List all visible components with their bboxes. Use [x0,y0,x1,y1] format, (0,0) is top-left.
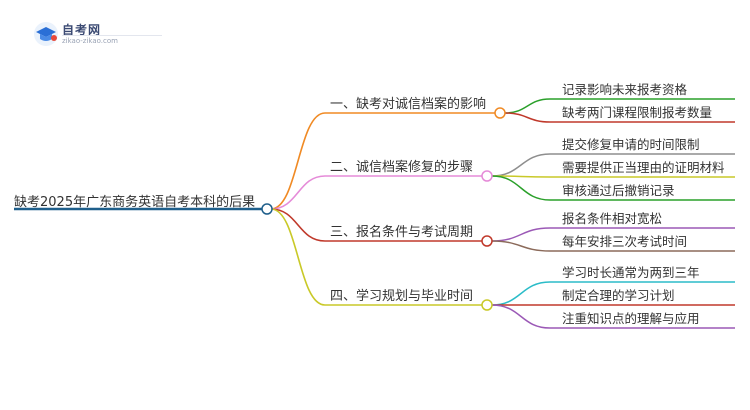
root-to-branch-edge-2 [270,175,326,210]
branch-to-leaf-edge-4-1 [491,281,551,306]
branch-to-leaf-edge-1-1 [504,98,551,114]
leaf-label-2-2: 需要提供正当理由的证明材料 [562,160,725,175]
root-to-branch-edge-4 [270,208,326,306]
mindmap-nodes: 缺考2025年广东商务英语自考本科的后果 一、缺考对诚信档案的影响 记录影响未来报考… [14,82,725,326]
branch-label-4: 四、学习规划与毕业时间 [330,288,473,304]
branch-to-leaf-edge-3-1 [491,227,551,242]
branch-to-leaf-edge-2-1 [491,153,551,177]
leaf-label-3-1: 报名条件相对宽松 [562,211,662,226]
branch-to-leaf-edge-2-3 [491,175,551,201]
logo-url: zikao-zikao.com [62,37,118,45]
root-node-circle[interactable] [261,203,273,215]
branch-node-circle-4[interactable] [481,299,493,311]
branch-to-leaf-edge-1-2 [504,112,551,123]
branch-to-leaf-edge-3-2 [491,240,551,252]
leaf-label-4-1: 学习时长通常为两到三年 [562,265,700,280]
branch-node-circle-2[interactable] [481,170,493,182]
site-logo[interactable]: 自考网 zikao-zikao.com [32,18,162,50]
leaf-label-1-1: 记录影响未来报考资格 [562,82,688,97]
logo-title: 自考网 [62,23,102,37]
logo-divider [62,35,162,36]
leaf-label-4-2: 制定合理的学习计划 [562,288,675,303]
branch-node-circle-3[interactable] [481,235,493,247]
leaf-label-2-1: 提交修复申请的时间限制 [562,137,700,152]
root-to-branch-edge-3 [270,208,326,242]
root-label: 缺考2025年广东商务英语自考本科的后果 [14,194,255,210]
mindmap-edges [14,98,735,329]
root-to-branch-edge-1 [270,112,326,210]
graduation-cap-icon [34,22,58,46]
leaf-label-3-2: 每年安排三次考试时间 [562,234,687,249]
branch-to-leaf-edge-4-3 [491,304,551,329]
branch-node-circle-1[interactable] [494,107,506,119]
branch-label-3: 三、报名条件与考试周期 [330,224,473,240]
leaf-label-2-3: 审核通过后撤销记录 [562,183,675,198]
leaf-label-4-3: 注重知识点的理解与应用 [562,311,700,326]
leaf-label-1-2: 缺考两门课程限制报考数量 [562,105,712,120]
branch-label-2: 二、诚信档案修复的步骤 [330,159,473,175]
branch-label-1: 一、缺考对诚信档案的影响 [330,96,486,112]
